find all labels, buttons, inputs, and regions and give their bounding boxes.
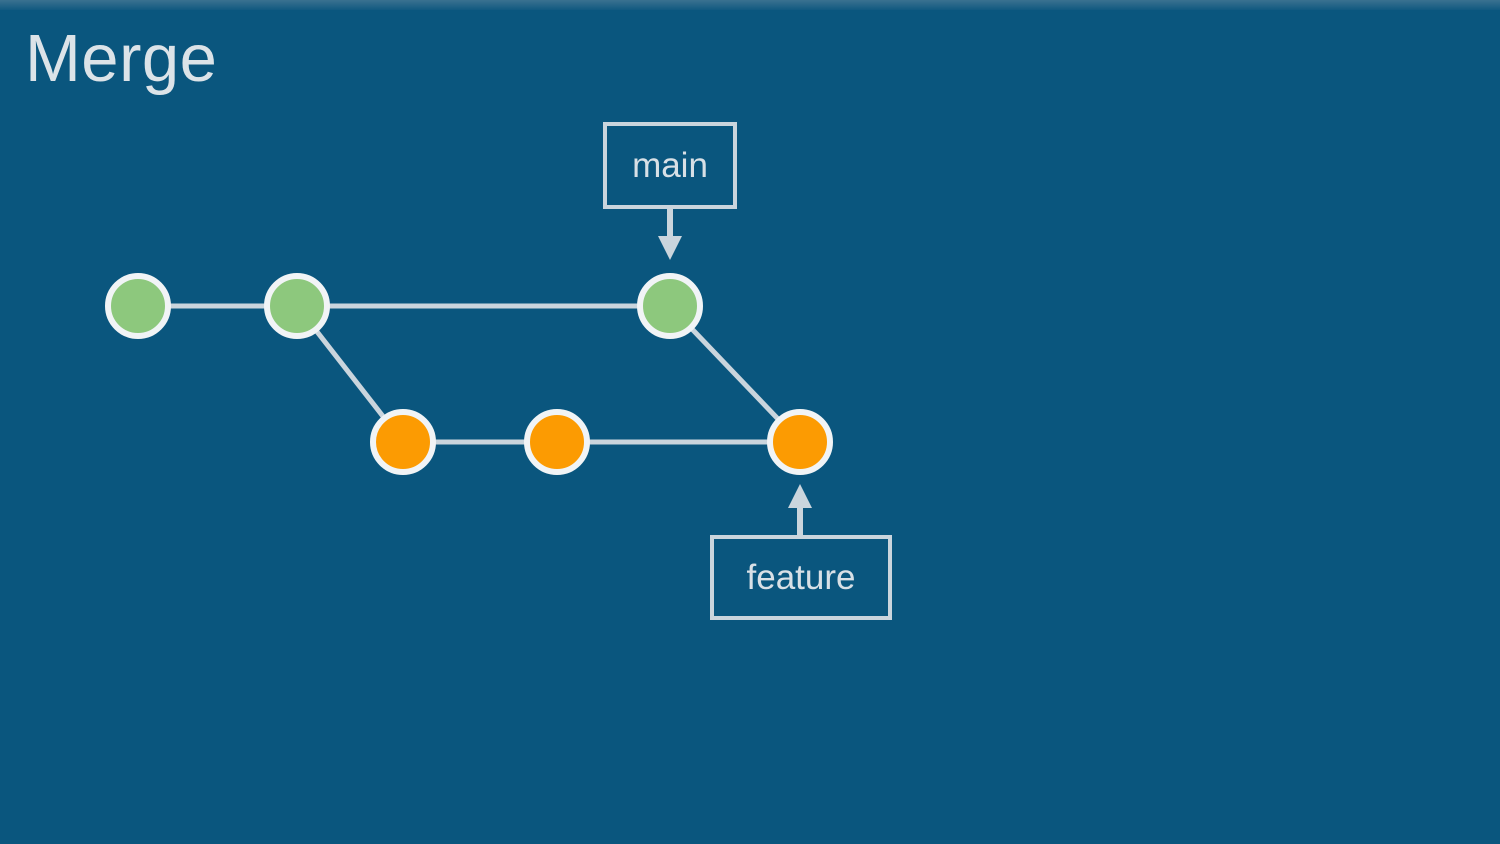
- commit-node-merge-commit: [637, 273, 703, 339]
- commit-node-feature-commit-2: [524, 409, 590, 475]
- main-arrow-head: [658, 236, 682, 260]
- branch-label-main: main: [603, 122, 737, 209]
- commit-node-feature-commit-1: [370, 409, 436, 475]
- commit-node-feature-commit-3: [767, 409, 833, 475]
- branch-label-feature-text: feature: [746, 557, 856, 597]
- slide-title: Merge: [25, 21, 218, 96]
- branch-label-main-text: main: [632, 145, 708, 185]
- slide-top-edge: [0, 0, 1500, 10]
- commit-node-main-commit-1: [105, 273, 171, 339]
- commit-node-main-commit-2: [264, 273, 330, 339]
- feature-arrow-head: [788, 484, 812, 508]
- branch-label-feature: feature: [710, 535, 892, 620]
